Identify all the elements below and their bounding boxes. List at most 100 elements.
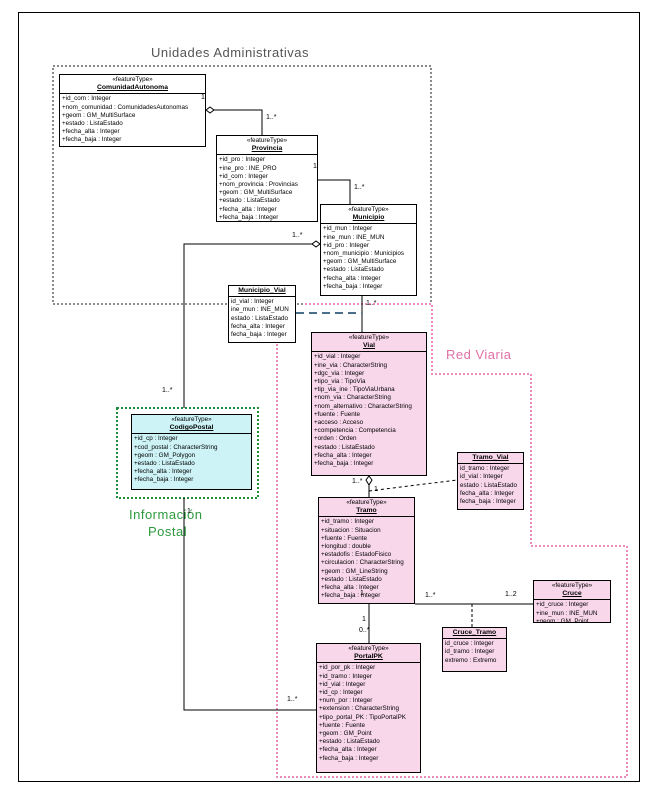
class-header: «featureType» Municipio [321, 205, 416, 225]
class-cruce[interactable]: «featureType» Cruce +id_cruce : Integer+… [533, 580, 611, 623]
multiplicity-label: 1 [362, 616, 366, 623]
class-attribute: +orden : Orden [314, 435, 357, 443]
class-attribute: +estado : ListaEstado [219, 197, 280, 205]
class-attribute: fecha_alta : Integer [231, 322, 285, 330]
class-header: «featureType» Provincia [217, 136, 317, 156]
class-attribute: +id_por_pk : Integer [319, 664, 376, 672]
class-name: Cruce_Tramo [452, 629, 497, 636]
multiplicity-label: 0..* [359, 627, 370, 634]
class-name: CodigoPostal [169, 424, 214, 432]
class-header: «featureType» ComunidadAutonoma [60, 75, 205, 95]
class-attribute: +geom : GM_Point [536, 617, 589, 623]
class-header: «featureType» Tramo [319, 498, 414, 518]
class-attribute: +ine_mun : INE_MUN [536, 609, 598, 617]
multiplicity-label: 1 [374, 486, 378, 493]
class-attribute: id_tramo : Integer [445, 648, 495, 656]
class-tramo[interactable]: «featureType» Tramo +id_tramo : Integer+… [318, 497, 415, 604]
class-vial[interactable]: «featureType» Vial +id_vial : Integer+in… [311, 332, 427, 476]
class-attribute: +fecha_baja : Integer [319, 754, 379, 762]
class-header: «featureType» Vial [312, 333, 426, 353]
class-attribute: +nom_provincia : Provincias [219, 181, 298, 189]
class-attribute: +extension : CharacterString [319, 705, 399, 713]
class-attribute: +fecha_alta : Integer [314, 451, 372, 459]
class-attribute: estado : ListaEstado [231, 314, 289, 322]
class-attributes: +id_vial : Integer+ine_via : CharacterSt… [312, 352, 426, 469]
class-attribute: +fuente : Fuente [314, 410, 361, 418]
class-attribute: +fecha_baja : Integer [314, 460, 374, 468]
class-attribute: id_vial : Integer [231, 298, 274, 306]
class-name: ComunidadAutonoma [97, 84, 168, 92]
class-attribute: +estado : ListaEstado [62, 120, 123, 128]
class-attributes: +id_mun : Integer+ine_mun : INE_MUN+id_p… [321, 224, 416, 292]
class-attribute: extremo : Extremo [445, 656, 497, 664]
multiplicity-label: 1..* [352, 478, 363, 485]
group-label-red-viaria: Red Viaria [446, 347, 512, 362]
class-attribute: +id_com : Integer [219, 172, 268, 180]
class-attribute: +geom : GM_LineString [321, 567, 388, 575]
class-stereotype: «featureType» [246, 137, 288, 144]
class-attribute: +nom_via : CharacterString [314, 394, 391, 402]
class-attribute: +longitud : double [321, 543, 371, 551]
group-label-informacion: Información [129, 507, 203, 522]
assoc-comunidad-provincia [214, 109, 263, 135]
class-attribute: +id_pro : Integer [323, 241, 370, 249]
class-attribute: ine_mun : INE_MUN [231, 306, 289, 314]
class-comunidad-autonoma[interactable]: «featureType» ComunidadAutonoma +id_com … [59, 74, 206, 147]
multiplicity-label: 1 [201, 94, 205, 101]
class-stereotype: «featureType» [112, 76, 153, 83]
class-stereotype: «featureType» [171, 416, 212, 423]
class-attribute: +fecha_baja : Integer [321, 592, 381, 600]
group-red-viaria-boundary [276, 303, 628, 778]
class-stereotype: «featureType» [551, 582, 593, 589]
group-label-administrativas: Unidades Administrativas [151, 45, 309, 60]
class-attributes: +id_cp : Integer+cod_postal : CharacterS… [132, 434, 251, 485]
class-attribute: +competencia : Competencia [314, 427, 396, 435]
class-attribute: +ine_via : CharacterString [314, 361, 387, 369]
class-attributes: +id_cruce : Integer+ine_mun : INE_MUN+ge… [534, 600, 610, 623]
aggregation-diamond [311, 240, 321, 248]
class-attribute: +estado : ListaEstado [314, 443, 375, 451]
class-attribute: +fecha_alta : Integer [134, 468, 192, 476]
class-attribute: +geom : GM_Point [319, 730, 372, 738]
class-attribute: +fecha_baja : Integer [219, 213, 279, 221]
class-attribute: +id_vial : Integer [314, 353, 361, 361]
class-portal-pk[interactable]: «featureType» PortalPK +id_por_pk : Inte… [316, 643, 421, 773]
class-attribute: +id_cp : Integer [134, 435, 178, 443]
multiplicity-label: 1..* [425, 592, 436, 599]
class-attribute: +num_por : Integer [319, 697, 373, 705]
class-municipio[interactable]: «featureType» Municipio +id_mun : Intege… [320, 204, 417, 296]
class-attribute: +nom_alternativo : CharacterString [314, 402, 412, 410]
class-header: «featureType» CodigoPostal [132, 415, 251, 435]
class-attribute: +ine_pro : INE_PRO [219, 164, 277, 172]
assoc-municipio-codigopostal [183, 243, 312, 408]
class-stereotype: «featureType» [348, 206, 389, 213]
class-name: Provincia [251, 145, 283, 153]
class-name: Cruce [562, 590, 582, 598]
class-header: «featureType» Cruce [534, 581, 610, 601]
class-attribute: +fecha_alta : Integer [319, 746, 377, 754]
class-attribute: +fecha_alta : Integer [321, 584, 379, 592]
class-attribute: +fecha_baja : Integer [62, 136, 122, 144]
class-attribute: +tipo_portal_PK : TipoPortalPK [319, 713, 406, 721]
class-attribute: +fecha_baja : Integer [323, 282, 383, 290]
diagram-frame [18, 12, 640, 782]
class-header: «featureType» PortalPK [317, 644, 420, 664]
class-attribute: +tipo_via : TipoVia [314, 378, 366, 386]
class-attribute: +estado : ListaEstado [319, 738, 380, 746]
class-attribute: +tip_via_ine : TipoViaUrbana [314, 386, 395, 394]
class-name: Tramo [356, 507, 377, 515]
class-name: Vial [363, 342, 375, 350]
class-provincia[interactable]: «featureType» Provincia +id_pro : Intege… [216, 135, 318, 222]
class-codigo-postal[interactable]: «featureType» CodigoPostal +id_cp : Inte… [131, 414, 252, 490]
class-attribute: +nom_municipio : Municipios [323, 250, 405, 258]
class-header: Municipio_Vial [229, 286, 295, 298]
class-attribute: id_cruce : Integer [445, 640, 494, 648]
class-attribute: +geom : GM_MultiSurface [323, 258, 397, 266]
class-header: Tramo_Vial [458, 453, 523, 465]
class-attribute: +geom : GM_MultiSurface [219, 189, 293, 197]
